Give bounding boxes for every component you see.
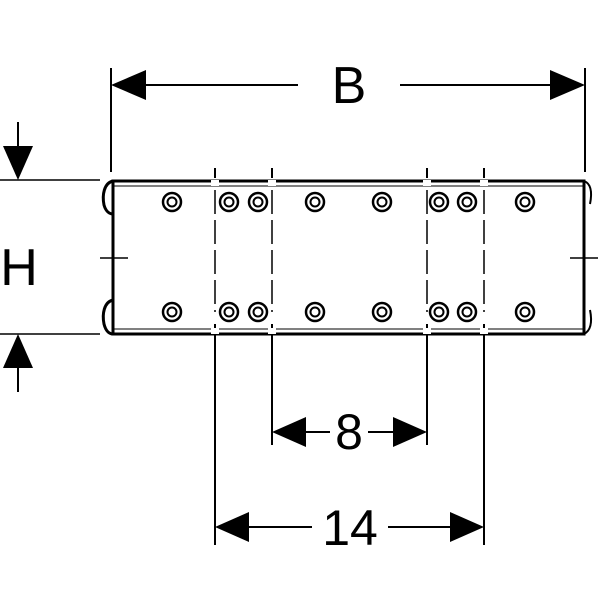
inner-spacing-arrow-right bbox=[393, 417, 427, 447]
bolt bbox=[456, 191, 478, 213]
height-dimension bbox=[0, 122, 100, 392]
outer-spacing-arrow-right bbox=[450, 512, 484, 542]
bolt bbox=[218, 301, 240, 323]
bolt bbox=[161, 191, 183, 213]
plate-outline bbox=[111, 179, 586, 336]
bolt bbox=[304, 191, 326, 213]
bolt bbox=[304, 301, 326, 323]
inner-spacing-label: 8 bbox=[335, 404, 363, 460]
width-dimension bbox=[110, 68, 586, 172]
bolt-grid bbox=[161, 191, 536, 323]
height-arrow-top bbox=[3, 146, 33, 180]
bolt bbox=[514, 191, 536, 213]
plate-dividers bbox=[211, 168, 488, 545]
bolt bbox=[161, 301, 183, 323]
width-arrow-right bbox=[550, 70, 585, 100]
outer-spacing-arrow-left bbox=[215, 512, 249, 542]
width-label: B bbox=[332, 57, 367, 115]
bolt bbox=[428, 191, 450, 213]
width-arrow-left bbox=[111, 70, 146, 100]
bolt bbox=[456, 301, 478, 323]
bolt bbox=[514, 301, 536, 323]
inner-spacing-dimension bbox=[272, 417, 427, 447]
bolt bbox=[218, 191, 240, 213]
plate-corner-bottom-left bbox=[101, 298, 114, 336]
height-label: H bbox=[0, 239, 38, 297]
plate bbox=[100, 179, 598, 336]
plate-corner-top-left bbox=[101, 179, 114, 216]
bolt bbox=[247, 301, 269, 323]
bolt bbox=[247, 191, 269, 213]
plate-corner-top-right bbox=[583, 180, 593, 205]
inner-spacing-arrow-left bbox=[272, 417, 306, 447]
bolt bbox=[371, 191, 393, 213]
outer-spacing-dimension bbox=[215, 512, 484, 542]
bolt bbox=[371, 301, 393, 323]
outer-spacing-label: 14 bbox=[322, 500, 378, 556]
height-arrow-bottom bbox=[3, 334, 33, 368]
bolt bbox=[428, 301, 450, 323]
plate-corner-bottom-right bbox=[583, 309, 593, 335]
